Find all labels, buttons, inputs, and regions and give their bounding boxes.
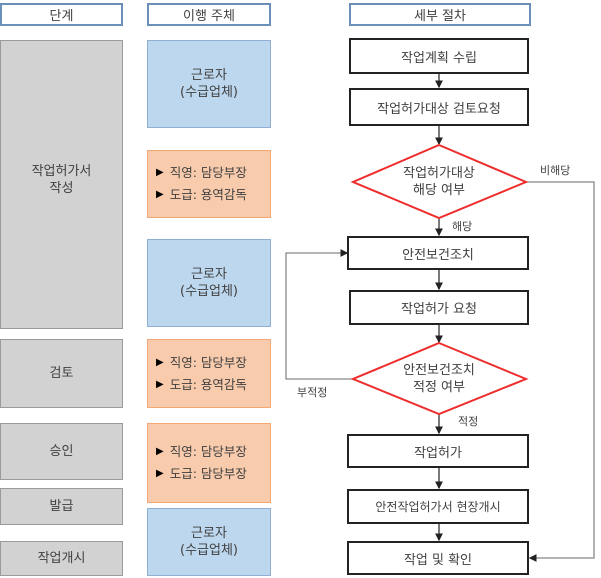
- stage-write-permit-line1: 작업허가서: [31, 163, 92, 179]
- decision-diamond-2: [350, 341, 529, 416]
- stage-work-start-label: 작업개시: [37, 551, 86, 566]
- actor-line1: 직영: 담당부장: [169, 354, 247, 370]
- stage-approval: 승인: [0, 423, 123, 480]
- actor-line1: 직영: 담당부장: [169, 165, 247, 180]
- stage-write-permit-line2: 작성: [49, 180, 74, 196]
- actor-line2: 도급: 용역감독: [169, 187, 247, 202]
- header-stage: 단계: [0, 3, 123, 26]
- decision-2-no-label: 부적정: [297, 386, 328, 399]
- stage-approval-label: 승인: [49, 444, 74, 459]
- actor-manager: ▶ 직영: 담당부장 ▶ 도급: 용역감독: [147, 339, 271, 408]
- step-label: 안전작업허가서 현장개시: [375, 500, 501, 514]
- decision-2-text: 안전보건조치 적정 여부: [380, 360, 498, 398]
- actor-line2: 도급: 용역감독: [169, 376, 247, 392]
- step-label: 작업 및 확인: [403, 552, 473, 568]
- bullet-triangle-icon: ▶: [156, 446, 164, 457]
- stage-work-start: 작업개시: [0, 541, 123, 576]
- step-label: 작업계획 수립: [401, 50, 477, 66]
- header-actor: 이행 주체: [147, 3, 271, 26]
- step-label: 작업허가: [414, 445, 462, 461]
- decision-1-text: 작업허가대상 해당 여부: [380, 163, 498, 201]
- actor-manager: ▶ 직영: 담당부장 ▶ 도급: 용역감독: [147, 150, 271, 218]
- decision-line2: 적정 여부: [413, 380, 465, 395]
- bullet-triangle-icon: ▶: [156, 378, 164, 390]
- stage-review-label: 검토: [49, 366, 74, 381]
- step-label: 작업허가 요청: [401, 302, 477, 317]
- bullet-triangle-icon: ▶: [156, 189, 164, 200]
- actor-line2: 도급: 담당부장: [169, 466, 247, 481]
- step-permit-request: 작업허가 요청: [349, 290, 529, 325]
- stage-issuance: 발급: [0, 488, 123, 525]
- decision-diamond-1: [350, 143, 529, 220]
- header-stage-label: 단계: [49, 9, 74, 24]
- actor-line2: (수급업체): [180, 284, 238, 299]
- actor-line1: 근로자: [191, 526, 227, 541]
- decision-2-yes-label: 적정: [458, 415, 479, 428]
- actor-line1: 직영: 담당부장: [169, 444, 247, 459]
- bullet-triangle-icon: ▶: [156, 167, 164, 178]
- step-label: 작업허가대상 검토요청: [377, 101, 501, 117]
- actor-line1: 근로자: [191, 68, 227, 83]
- actor-line1: 근로자: [191, 267, 227, 282]
- header-actor-label: 이행 주체: [183, 9, 235, 24]
- actor-contractor-worker: 근로자 (수급업체): [147, 40, 271, 128]
- decision-line1: 안전보건조치: [403, 363, 475, 378]
- bullet-triangle-icon: ▶: [156, 356, 164, 368]
- step-safety-measures: 안전보건조치: [347, 236, 529, 270]
- decision-1-no-label: 비해당: [540, 164, 571, 177]
- header-procedure-label: 세부 절차: [414, 9, 466, 24]
- stage-review: 검토: [0, 339, 123, 408]
- step-site-start: 안전작업허가서 현장개시: [347, 489, 529, 524]
- step-label: 안전보건조치: [402, 247, 474, 263]
- step-review-request: 작업허가대상 검토요청: [349, 88, 529, 126]
- actor-line2: (수급업체): [180, 543, 238, 558]
- step-work-permit: 작업허가: [347, 434, 529, 468]
- decision-line2: 해당 여부: [413, 183, 465, 198]
- actor-contractor-worker: 근로자 (수급업체): [147, 508, 271, 576]
- decision-line1: 작업허가대상: [403, 166, 475, 181]
- actor-manager: ▶ 직영: 담당부장 ▶ 도급: 담당부장: [147, 423, 271, 503]
- actor-contractor-worker: 근로자 (수급업체): [147, 239, 271, 327]
- decision-1-yes-label: 해당: [452, 220, 473, 233]
- step-work-plan: 작업계획 수립: [349, 38, 529, 74]
- bullet-triangle-icon: ▶: [156, 468, 164, 479]
- step-work-confirm: 작업 및 확인: [347, 541, 529, 575]
- stage-write-permit: 작업허가서 작성: [0, 40, 123, 329]
- header-procedure: 세부 절차: [349, 3, 531, 26]
- stage-issuance-label: 발급: [49, 499, 74, 514]
- actor-line2: (수급업체): [180, 85, 238, 100]
